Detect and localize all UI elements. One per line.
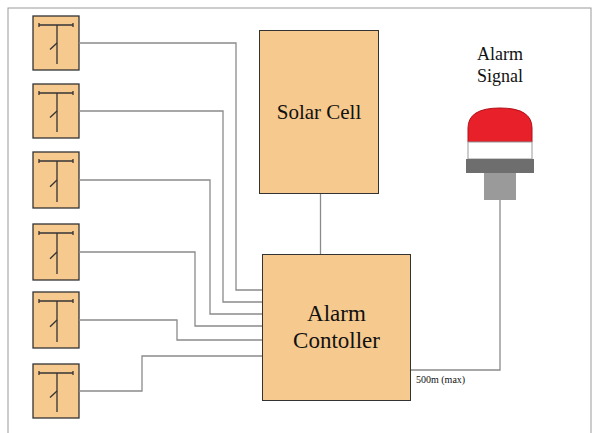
sensor-box xyxy=(33,364,79,418)
sensor-symbol xyxy=(39,299,73,342)
signal-wire xyxy=(411,200,500,370)
component-box: Solar Cell xyxy=(259,30,379,194)
sensor-wire xyxy=(79,252,262,326)
sensor-wire xyxy=(79,356,262,391)
sensor-wire xyxy=(79,111,262,302)
sensor-box xyxy=(33,224,79,280)
frame xyxy=(8,8,591,433)
box-label: Alarm Contoller xyxy=(270,301,403,354)
sensor-symbol xyxy=(39,371,73,412)
sensor-wires xyxy=(79,43,262,391)
sensor-symbol xyxy=(39,231,73,274)
sensor-wire xyxy=(79,320,262,340)
sensor-wire xyxy=(79,180,262,314)
sensor-box xyxy=(33,152,79,208)
signal-label: Alarm Signal xyxy=(462,44,538,87)
power-line xyxy=(320,194,321,254)
box-label: Solar Cell xyxy=(277,100,362,124)
sensor-symbol xyxy=(39,91,73,132)
sensor-wire xyxy=(79,43,262,290)
sensor-symbol xyxy=(39,23,73,64)
alarm-beacon xyxy=(466,108,534,200)
sensor-group xyxy=(33,16,79,418)
distance-label: 500m (max) xyxy=(416,374,496,386)
sensor-box xyxy=(33,84,79,138)
sensor-box xyxy=(33,16,79,70)
sensor-symbol xyxy=(39,159,73,202)
sensor-box xyxy=(33,292,79,348)
component-box: Alarm Contoller xyxy=(262,254,411,401)
